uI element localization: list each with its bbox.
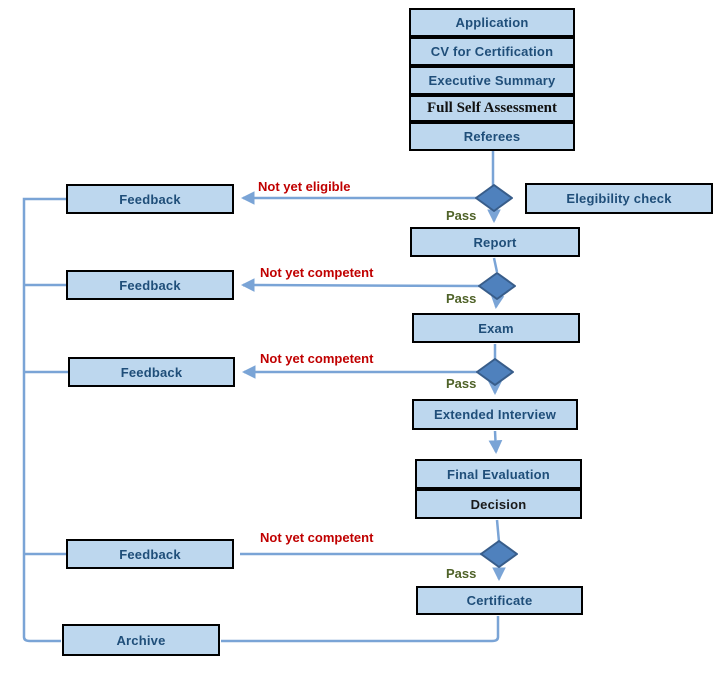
node-full-self-assessment: Full Self Assessment bbox=[409, 95, 575, 122]
decision-diamond-report bbox=[478, 272, 516, 300]
node-executive-summary: Executive Summary bbox=[409, 66, 575, 95]
edge-label-not-yet-competent-1: Not yet competent bbox=[260, 265, 374, 280]
node-feedback-3: Feedback bbox=[68, 357, 235, 387]
node-application: Application bbox=[409, 8, 575, 37]
decision-diamond-exam bbox=[476, 358, 514, 386]
node-archive: Archive bbox=[62, 624, 220, 656]
node-referees: Referees bbox=[409, 122, 575, 151]
node-report: Report bbox=[410, 227, 580, 257]
node-extended-interview: Extended Interview bbox=[412, 399, 578, 430]
node-final-evaluation: Final Evaluation bbox=[415, 459, 582, 489]
edge-label-not-yet-competent-2: Not yet competent bbox=[260, 351, 374, 366]
node-eligibility-check: Elegibility check bbox=[525, 183, 713, 214]
edge-label-pass-2: Pass bbox=[446, 291, 477, 306]
edge-label-not-yet-competent-3: Not yet competent bbox=[260, 530, 374, 545]
edge-label-pass-1: Pass bbox=[446, 208, 477, 223]
node-certificate: Certificate bbox=[416, 586, 583, 615]
decision-diamond-eligibility bbox=[475, 184, 513, 212]
edge-label-pass-3: Pass bbox=[446, 376, 477, 391]
decision-diamond-final bbox=[480, 540, 518, 568]
node-exam: Exam bbox=[412, 313, 580, 343]
node-cv-for-certification: CV for Certification bbox=[409, 37, 575, 66]
edge-label-pass-4: Pass bbox=[446, 566, 477, 581]
node-decision: Decision bbox=[415, 489, 582, 519]
node-feedback-4: Feedback bbox=[66, 539, 234, 569]
node-feedback-1: Feedback bbox=[66, 184, 234, 214]
edge-label-not-yet-eligible: Not yet eligible bbox=[258, 179, 351, 194]
node-feedback-2: Feedback bbox=[66, 270, 234, 300]
